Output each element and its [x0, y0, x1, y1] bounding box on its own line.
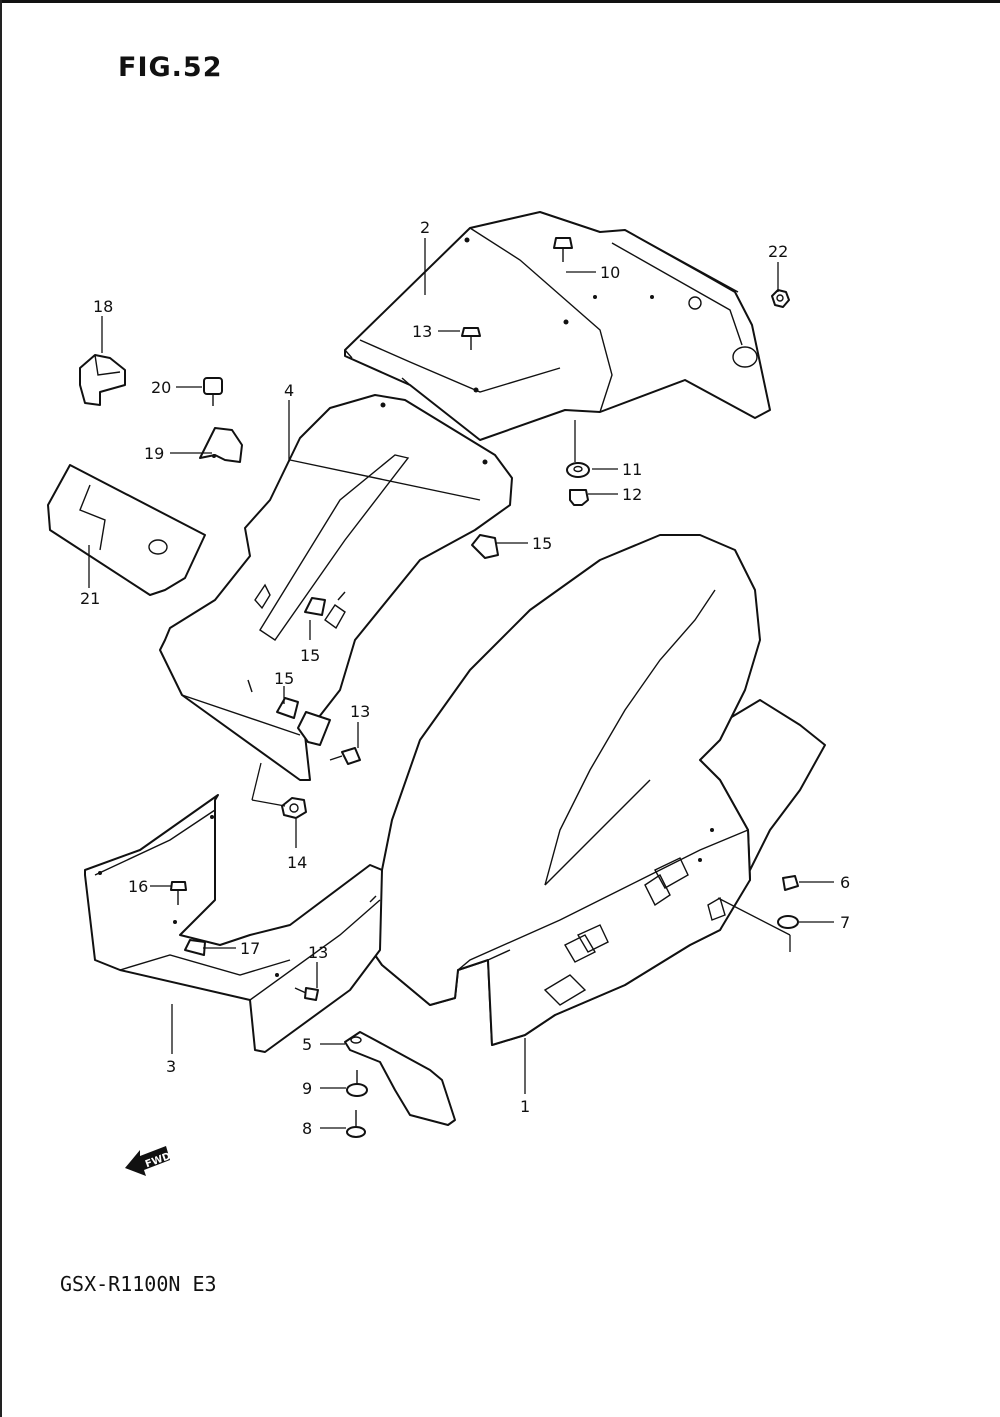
callout-15-lower: 15: [274, 669, 294, 688]
page-top-border: [0, 0, 1000, 3]
callout-3: 3: [166, 1057, 176, 1076]
model-code: GSX-R1100N E3: [60, 1272, 217, 1296]
part-15-clip-a: [471, 534, 499, 559]
page-left-border: [0, 0, 2, 1417]
callout-18: 18: [93, 297, 113, 316]
callout-1: 1: [520, 1097, 530, 1116]
part-7-washer: [777, 915, 799, 929]
callout-10: 10: [600, 263, 620, 282]
callout-12: 12: [622, 485, 642, 504]
part-3-lower-cover: [84, 794, 383, 1053]
callout-4: 4: [284, 381, 294, 400]
callout-15-right: 15: [532, 534, 552, 553]
callout-9: 9: [302, 1079, 312, 1098]
callout-labels: 1 2 3 4 5 6 7 8 9 10 11 12 13 13 13 14 1…: [80, 218, 850, 1138]
part-5-bracket: [344, 1031, 456, 1126]
figure-title: FIG.52: [118, 52, 223, 83]
part-13-screw-top: [461, 327, 481, 350]
part-20-screw: [203, 377, 223, 406]
callout-13-lower: 13: [308, 943, 328, 962]
part-18-clip: [79, 354, 126, 406]
part-21-cover: [47, 464, 206, 596]
callout-22: 22: [768, 242, 788, 261]
part-14-bolt: [281, 797, 307, 819]
part-1-rear-fender: [374, 534, 826, 1046]
part-16-screw: [170, 881, 187, 905]
fwd-arrow-icon: FWD: [125, 1146, 172, 1176]
part-bracket-mid: [297, 711, 331, 746]
callout-13-top: 13: [412, 322, 432, 341]
callout-17: 17: [240, 939, 260, 958]
part-4-inner-fender: [159, 394, 513, 781]
part-2-tail-bracket: [344, 211, 771, 441]
part-19-bracket: [199, 427, 243, 463]
callout-11: 11: [622, 460, 642, 479]
part-15-clip-b: [304, 597, 326, 616]
part-15-clip-c: [276, 697, 299, 719]
callout-2: 2: [420, 218, 430, 237]
part-13-screw-lower: [294, 987, 319, 1001]
callout-13-mid: 13: [350, 702, 370, 721]
part-12-nut: [569, 489, 589, 506]
part-6-screw: [782, 875, 799, 891]
callout-16: 16: [128, 877, 148, 896]
callout-21: 21: [80, 589, 100, 608]
callout-15-mid: 15: [300, 646, 320, 665]
part-22-nut: [771, 289, 790, 308]
callout-14: 14: [287, 853, 307, 872]
part-13-screw-mid: [329, 747, 361, 765]
part-11-washer: [566, 462, 590, 478]
part-10-screw: [553, 237, 573, 262]
part-17-clip: [184, 939, 206, 956]
callout-8: 8: [302, 1119, 312, 1138]
callout-7: 7: [840, 913, 850, 932]
part-8-bolt: [346, 1110, 366, 1138]
callout-5: 5: [302, 1035, 312, 1054]
part-9-collar: [346, 1070, 368, 1097]
callout-20: 20: [151, 378, 171, 397]
callout-19: 19: [144, 444, 164, 463]
leader-lines: [88, 238, 834, 1129]
callout-6: 6: [840, 873, 850, 892]
